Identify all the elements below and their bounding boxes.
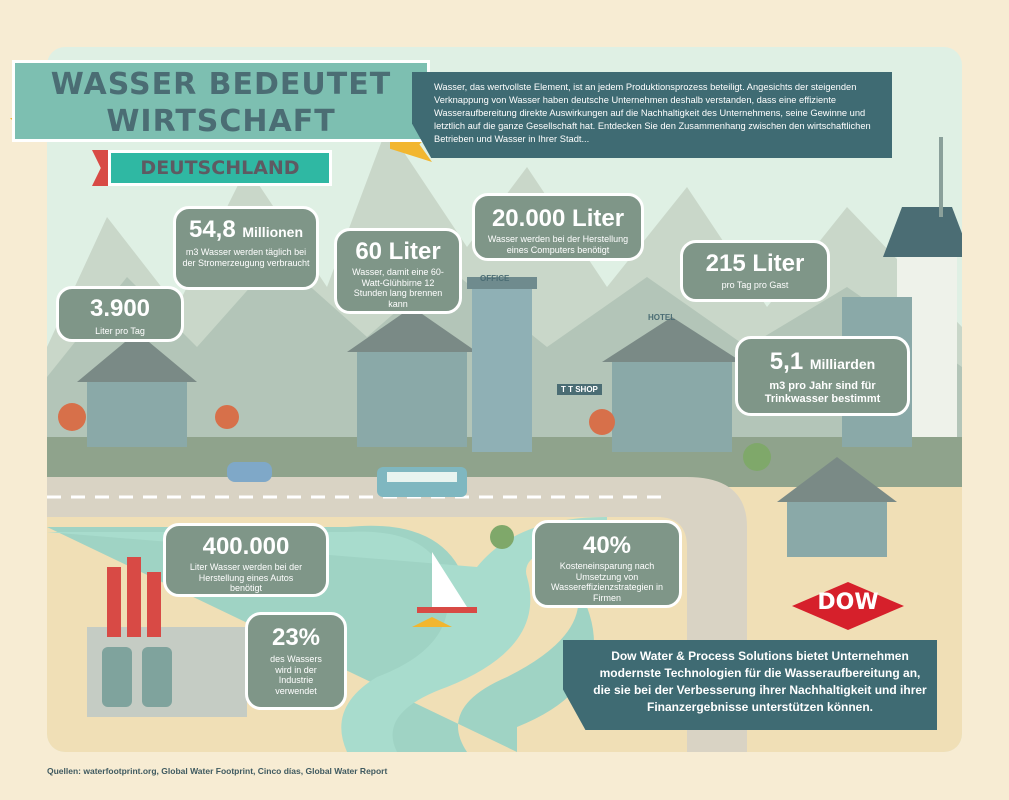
title-line-1: WASSER BEDEUTET <box>50 67 392 102</box>
stat-value: 400.000 <box>202 533 290 560</box>
title-banner: WASSER BEDEUTET WIRTSCHAFT <box>12 60 430 142</box>
stat-bubble-548: 54,8 Millionen m3 Wasser werden täglich … <box>173 206 319 290</box>
stat-bubble-215-liter: 215 Liter pro Tag pro Gast <box>680 240 830 302</box>
stat-value: 60 Liter <box>355 238 441 265</box>
stat-bubble-23-percent: 23% des Wassers wird in der Industrie ve… <box>245 612 347 710</box>
stat-unit: Millionen <box>242 224 304 240</box>
stat-value: 40% <box>582 532 632 559</box>
stat-text: Wasser, damit eine 60-Watt-Glühbirne 12 … <box>352 267 444 309</box>
subtitle-banner: DEUTSCHLAND <box>108 150 332 186</box>
stat-text: des Wassers wird in der Industrie verwen… <box>270 654 322 696</box>
stat-value: 5,1 <box>769 348 804 375</box>
stat-text: m3 Wasser werden täglich bei der Stromer… <box>182 247 310 268</box>
office-sign: OFFICE <box>480 274 510 283</box>
stat-bubble-51-milliarden: 5,1 Milliarden m3 pro Jahr sind für Trin… <box>735 336 910 416</box>
dow-diamond-icon <box>792 582 904 630</box>
stat-value: 215 Liter <box>705 250 805 277</box>
stat-text: Kosteneinsparung nach Umsetzung von Wass… <box>550 561 664 603</box>
stat-value: 20.000 Liter <box>491 205 625 232</box>
stat-bubble-20000-liter: 20.000 Liter Wasser werden bei der Herst… <box>472 193 644 261</box>
country-label: DEUTSCHLAND <box>140 157 300 179</box>
stat-value: 23% <box>271 624 321 651</box>
stat-bubble-3900: 3.900 Liter pro Tag <box>56 286 184 342</box>
stat-unit: Milliarden <box>809 356 876 372</box>
stat-bubble-40-percent: 40% Kosteneinsparung nach Umsetzung von … <box>532 520 682 608</box>
stat-text: Liter pro Tag <box>95 326 145 336</box>
stat-text: Liter Wasser werden bei der Herstellung … <box>189 562 303 593</box>
stat-bubble-400000: 400.000 Liter Wasser werden bei der Hers… <box>163 523 329 597</box>
stat-text: m3 pro Jahr sind für Trinkwasser bestimm… <box>764 380 881 405</box>
stat-value: 3.900 <box>89 295 151 322</box>
stat-bubble-60-liter: 60 Liter Wasser, damit eine 60-Watt-Glüh… <box>334 228 462 314</box>
stat-value: 54,8 <box>188 216 236 243</box>
title-line-2: WIRTSCHAFT <box>106 104 336 139</box>
dow-logo-text: DOW <box>817 590 879 615</box>
sources-line: Quellen: waterfootprint.org, Global Wate… <box>47 766 388 776</box>
dow-description: Dow Water & Process Solutions bietet Unt… <box>563 640 937 730</box>
hotel-sign: HOTEL <box>648 313 676 322</box>
shop-sign: T T SHOP <box>557 384 602 395</box>
stat-text: pro Tag pro Gast <box>721 280 789 290</box>
dow-logo: DOW <box>790 580 906 632</box>
stat-text: Wasser werden bei der Herstellung eines … <box>487 234 629 255</box>
intro-text: Wasser, das wertvollste Element, ist an … <box>412 72 892 158</box>
